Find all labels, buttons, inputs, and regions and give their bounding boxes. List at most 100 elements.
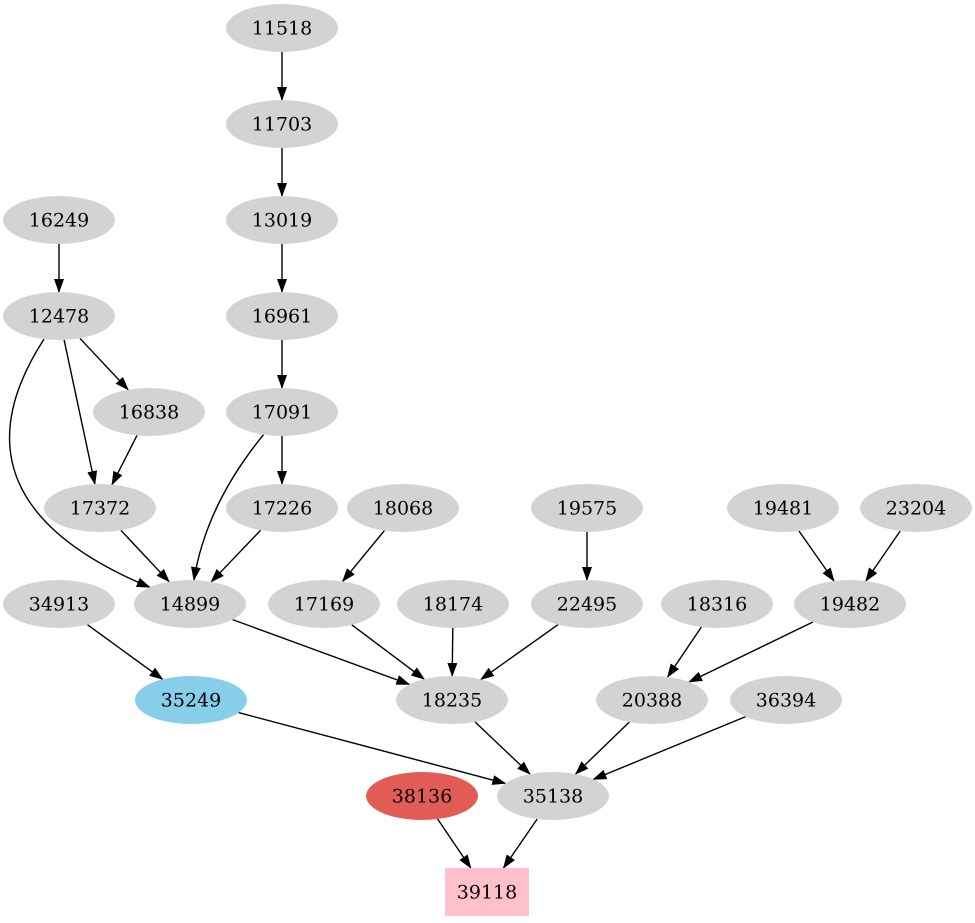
edge-34913-35249 xyxy=(86,624,164,680)
edge-18068-17169 xyxy=(341,530,385,583)
node-17169-shape xyxy=(268,580,380,628)
node-22495-label: 22495 xyxy=(557,594,617,616)
node-18174: 18174 xyxy=(397,580,509,628)
node-34913-shape xyxy=(3,580,115,628)
node-36394-label: 36394 xyxy=(756,690,816,712)
node-23204-shape xyxy=(860,484,972,532)
edge-19481-19482 xyxy=(798,530,835,582)
nodes-layer: 11518 11703 16249 13019 12478 16961 16838 17091… xyxy=(3,4,972,916)
node-20388: 20388 xyxy=(596,676,708,724)
node-13019: 13019 xyxy=(226,196,338,244)
node-23204: 23204 xyxy=(860,484,972,532)
edge-35138-39118 xyxy=(502,818,538,869)
node-35249-shape xyxy=(135,676,247,724)
node-17091-shape xyxy=(226,388,338,436)
edge-16838-17372 xyxy=(111,435,138,486)
node-18316: 18316 xyxy=(661,580,773,628)
node-19482-label: 19482 xyxy=(820,594,880,616)
edge-18316-20388 xyxy=(667,626,702,678)
node-18235-shape xyxy=(396,676,508,724)
node-19481-label: 19481 xyxy=(753,498,813,520)
edge-38136-39118 xyxy=(437,818,472,869)
node-14899-label: 14899 xyxy=(160,594,220,616)
node-19575-label: 19575 xyxy=(557,498,617,520)
node-16961-label: 16961 xyxy=(252,306,312,328)
node-16249-shape xyxy=(3,196,115,244)
node-18068-shape xyxy=(347,484,459,532)
node-17372: 17372 xyxy=(44,484,156,532)
edge-17226-14899 xyxy=(210,529,262,583)
node-22495-shape xyxy=(531,580,643,628)
node-34913-label: 34913 xyxy=(29,594,89,616)
edge-23204-19482 xyxy=(865,530,901,582)
node-19481-shape xyxy=(727,484,839,532)
node-17091-label: 17091 xyxy=(252,402,312,424)
node-17372-shape xyxy=(44,484,156,532)
node-12478-shape xyxy=(3,292,115,340)
node-17169: 17169 xyxy=(268,580,380,628)
node-11703: 11703 xyxy=(226,100,338,148)
node-11703-label: 11703 xyxy=(252,114,312,136)
edge-12478-16838 xyxy=(79,337,129,391)
node-19575: 19575 xyxy=(531,484,643,532)
node-35138: 35138 xyxy=(497,772,609,820)
node-19482: 19482 xyxy=(794,580,906,628)
node-19482-shape xyxy=(794,580,906,628)
node-38136: 38136 xyxy=(366,772,478,820)
node-11518: 11518 xyxy=(226,4,338,52)
node-17372-label: 17372 xyxy=(70,498,130,520)
node-17091: 17091 xyxy=(226,388,338,436)
node-17226-label: 17226 xyxy=(252,498,312,520)
node-11518-shape xyxy=(226,4,338,52)
node-11518-label: 11518 xyxy=(252,18,312,40)
edge-35249-35138 xyxy=(238,711,507,785)
node-22495: 22495 xyxy=(531,580,643,628)
node-18235: 18235 xyxy=(396,676,508,724)
node-16249: 16249 xyxy=(3,196,115,244)
node-18068-label: 18068 xyxy=(373,498,433,520)
node-13019-label: 13019 xyxy=(252,210,312,232)
node-39118-shape xyxy=(445,868,529,916)
node-16838-shape xyxy=(93,388,205,436)
edges-layer xyxy=(8,52,901,869)
node-11703-shape xyxy=(226,100,338,148)
edge-36394-35138 xyxy=(592,715,746,781)
node-18174-shape xyxy=(397,580,509,628)
node-14899: 14899 xyxy=(134,580,246,628)
edge-12478-17372 xyxy=(63,339,98,486)
node-16249-label: 16249 xyxy=(29,210,89,232)
node-17226: 17226 xyxy=(226,484,338,532)
node-35138-shape xyxy=(497,772,609,820)
node-18235-label: 18235 xyxy=(422,690,482,712)
edge-14899-18235 xyxy=(232,618,411,686)
node-35249: 35249 xyxy=(135,676,247,724)
node-16838: 16838 xyxy=(93,388,205,436)
node-16838-label: 16838 xyxy=(119,402,179,424)
node-19481: 19481 xyxy=(727,484,839,532)
edge-17169-18235 xyxy=(351,624,425,680)
node-12478-label: 12478 xyxy=(29,306,89,328)
node-23204-label: 23204 xyxy=(886,498,946,520)
edge-17091-14899 xyxy=(191,434,265,582)
node-18068: 18068 xyxy=(347,484,459,532)
node-20388-label: 20388 xyxy=(622,690,682,712)
edge-17372-14899 xyxy=(120,529,170,583)
node-35138-label: 35138 xyxy=(523,786,583,808)
node-13019-shape xyxy=(226,196,338,244)
node-18316-label: 18316 xyxy=(687,594,747,616)
edge-12478-14899 xyxy=(8,338,151,588)
node-12478: 12478 xyxy=(3,292,115,340)
node-20388-shape xyxy=(596,676,708,724)
edge-19482-20388 xyxy=(688,621,814,683)
edge-18235-35138 xyxy=(474,721,531,775)
node-16961: 16961 xyxy=(226,292,338,340)
node-17169-label: 17169 xyxy=(294,594,354,616)
node-39118-label: 39118 xyxy=(457,882,517,904)
node-39118: 39118 xyxy=(445,868,529,916)
edge-18174-18235 xyxy=(447,627,458,677)
node-19575-shape xyxy=(531,484,643,532)
edge-20388-35138 xyxy=(574,721,630,775)
node-16961-shape xyxy=(226,292,338,340)
